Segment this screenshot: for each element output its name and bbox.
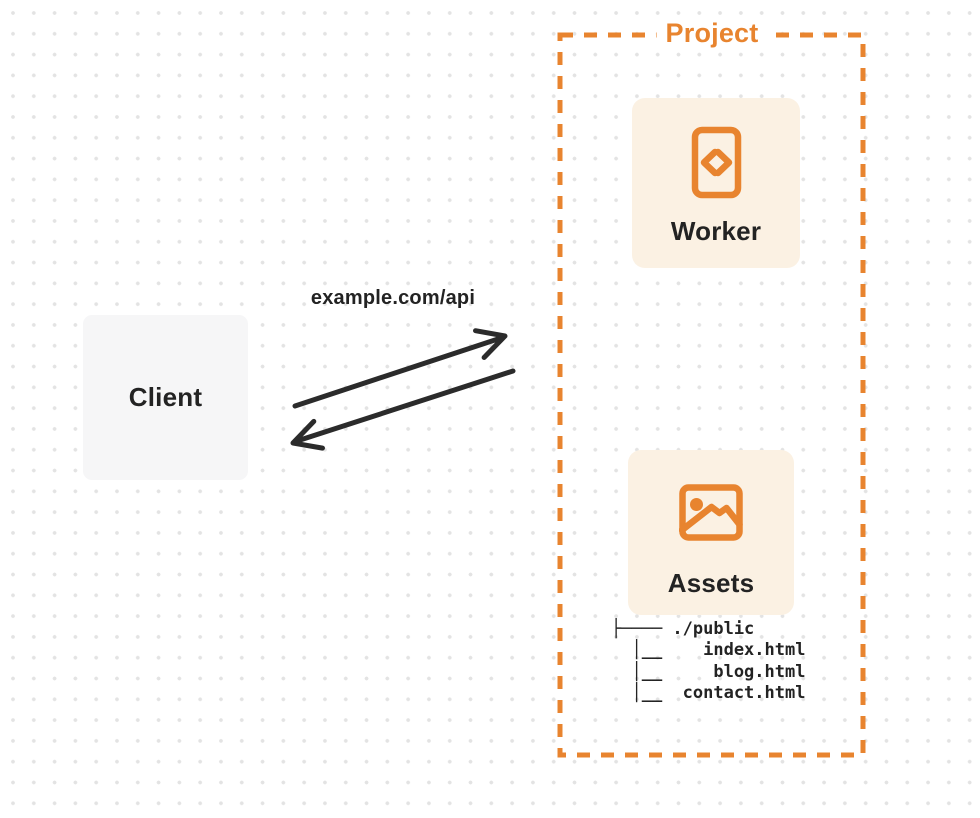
tree-line-index: │__ index.html	[611, 640, 806, 661]
assets-file-tree: ├──── ./public │__ index.html │__ blog.h…	[611, 619, 805, 704]
project-label: Project	[656, 17, 768, 49]
worker-label: Worker	[670, 216, 762, 246]
request-arrow-icon	[292, 328, 508, 409]
client-label: Client	[128, 382, 203, 412]
assets-label: Assets	[667, 568, 755, 598]
code-file-icon	[691, 126, 741, 199]
tree-line-blog: │__ blog.html	[611, 661, 806, 682]
client-node: Client	[83, 315, 248, 480]
response-arrow-icon	[290, 368, 516, 451]
tree-line-public: ├──── ./public	[611, 619, 755, 639]
api-route-label: example.com/api	[310, 287, 476, 309]
image-icon	[679, 484, 743, 541]
assets-node: Assets	[628, 450, 794, 615]
worker-node: Worker	[632, 98, 800, 268]
tree-line-contact: │__ contact.html	[611, 682, 806, 703]
